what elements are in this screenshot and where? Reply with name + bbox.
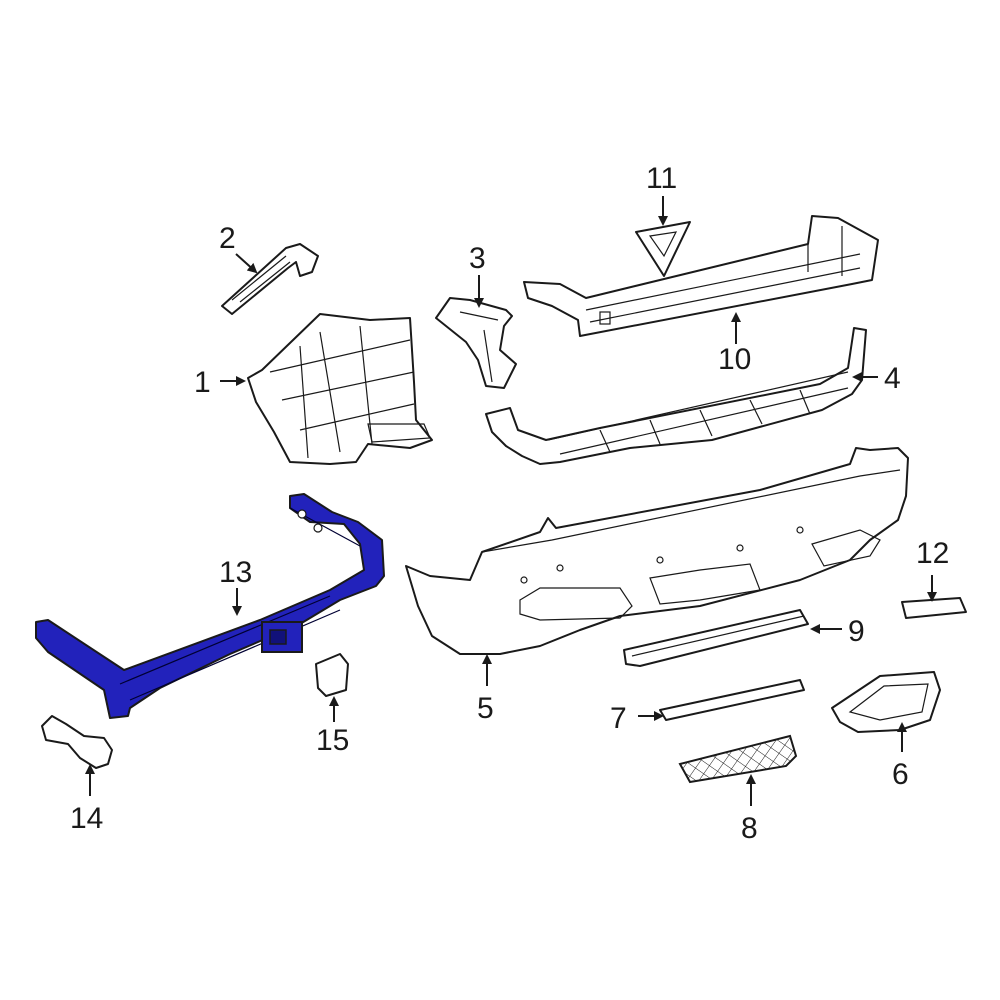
callout-4: 4 — [884, 362, 901, 395]
callout-2: 2 — [219, 222, 236, 255]
callout-3: 3 — [469, 242, 486, 275]
part-15-badge: Jeep — [323, 675, 339, 682]
callout-5: 5 — [477, 692, 494, 725]
part-3-bracket[interactable] — [435, 297, 517, 389]
part-4-energy-absorber[interactable] — [485, 327, 867, 465]
leader-lines — [85, 196, 937, 806]
callout-15: 15 — [316, 724, 349, 757]
callout-8: 8 — [741, 812, 758, 845]
part-6-bezel[interactable] — [831, 671, 941, 733]
callout-9: 9 — [848, 615, 865, 648]
callout-1: 1 — [194, 366, 211, 399]
callout-6: 6 — [892, 758, 909, 791]
part-14-hook-bracket[interactable] — [41, 715, 113, 769]
callout-7: 7 — [610, 702, 627, 735]
part-1-corner-section[interactable] — [247, 313, 433, 465]
part-5-bumper-cover[interactable] — [405, 447, 909, 655]
part-9-step-pad[interactable] — [623, 609, 809, 667]
callout-11: 11 — [646, 162, 677, 195]
callout-14: 14 — [70, 802, 103, 835]
part-12-reflector[interactable] — [901, 597, 967, 619]
callout-10: 10 — [718, 343, 751, 376]
part-8-grille[interactable] — [678, 734, 798, 784]
part-2-bracket[interactable] — [221, 243, 319, 315]
part-15-connector-bracket[interactable]: Jeep — [315, 653, 349, 697]
part-7-trim-strip[interactable] — [659, 679, 805, 721]
part-10-reinforcement-beam[interactable] — [523, 215, 879, 337]
callout-labels: 1 2 3 4 5 6 7 8 9 10 11 12 13 14 15 — [70, 162, 949, 845]
part-11-plate[interactable] — [635, 221, 691, 277]
part-13-trailer-hitch[interactable] — [35, 493, 385, 719]
callout-12: 12 — [916, 537, 949, 570]
callout-13: 13 — [219, 556, 252, 589]
